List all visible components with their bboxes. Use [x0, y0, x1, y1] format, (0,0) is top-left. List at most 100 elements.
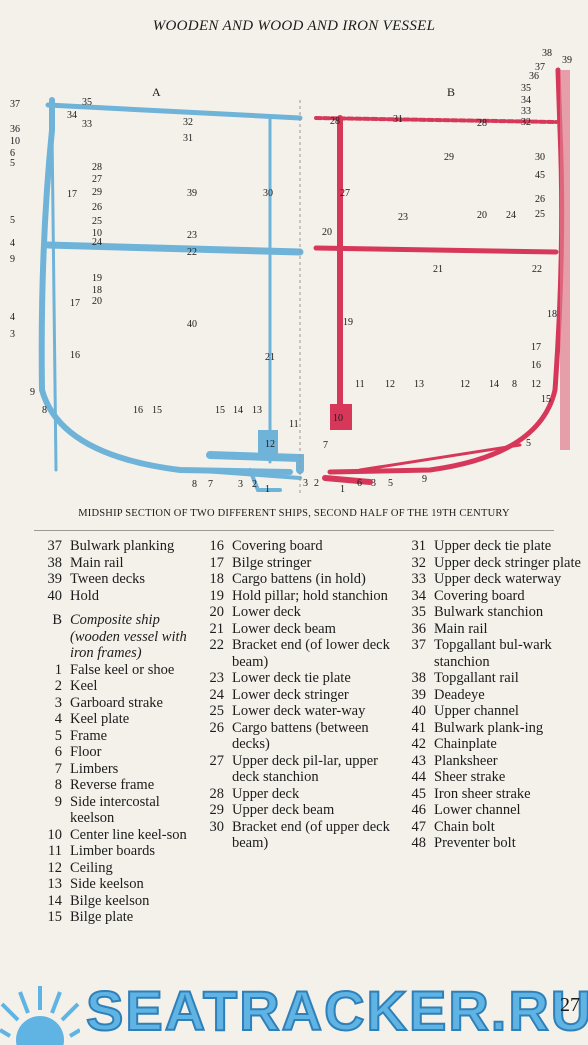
legend-number: 3: [54, 694, 62, 711]
legend-text: Side intercostal keelson: [70, 793, 160, 827]
legend-number: 47: [411, 818, 427, 835]
legend-text: Main rail: [70, 554, 124, 571]
legend-number: 37: [47, 538, 63, 554]
label-a: 32: [183, 117, 193, 128]
legend-item: 17 Bilge stringer: [196, 555, 404, 572]
legend-number: 5: [54, 727, 62, 744]
label-b: 24: [506, 210, 516, 221]
label-a: 40: [187, 319, 197, 330]
label-b: 1: [340, 484, 345, 495]
legend-number: 21: [209, 620, 225, 637]
legend-number: 7: [54, 760, 62, 777]
label-b: 3: [303, 478, 308, 489]
legend-number: 14: [47, 892, 63, 909]
label-a: 17: [67, 189, 77, 200]
legend-number: 37: [411, 637, 427, 653]
label-a: 9: [30, 387, 35, 398]
label-a: 12: [265, 439, 275, 450]
legend-text: Planksheer: [434, 752, 498, 769]
legend-number: 26: [209, 719, 225, 736]
legend-text: Bilge plate: [70, 909, 134, 925]
legend-number: 25: [209, 703, 225, 719]
legend-text: Bracket end (of lower deck beam): [232, 637, 390, 670]
label-a: 37: [10, 99, 20, 110]
label-a: 5: [10, 158, 15, 169]
label-a: 5: [10, 215, 15, 226]
label-b: 11: [355, 379, 365, 390]
legend-text: Lower deck: [232, 604, 301, 620]
label-b: 12: [385, 379, 395, 390]
label-b: 26: [535, 194, 545, 205]
legend-number: 27: [209, 752, 225, 769]
legend-text: Keel: [70, 678, 98, 694]
label-b: 36: [529, 71, 539, 82]
legend-number: 9: [54, 793, 62, 810]
legend-number: 39: [47, 571, 63, 587]
label-b: 18: [547, 309, 557, 320]
label-b: 27: [340, 188, 350, 199]
label-b: 13: [414, 379, 424, 390]
label-a: 24: [92, 237, 102, 248]
legend-text: Lower deck water-way: [232, 703, 366, 719]
legend-number: 19: [209, 587, 225, 604]
legend-item: 15 Bilge plate: [34, 909, 204, 926]
label-b: 7: [323, 440, 328, 451]
label-a: 4: [10, 312, 15, 323]
side-b-letter: B: [447, 85, 455, 99]
midship-section-figure: A B 37 35 34 33 32 31 36 10 6 5 28 27 17…: [10, 48, 572, 495]
legend-text: Lower channel: [434, 802, 521, 818]
label-b: 23: [398, 212, 408, 223]
label-b: 28: [477, 118, 487, 129]
label-b: 35: [521, 83, 531, 94]
label-b: 12: [460, 379, 470, 390]
label-a: 22: [187, 247, 197, 258]
label-b: 20: [477, 210, 487, 221]
legend-text: Covering board: [434, 587, 525, 604]
watermark: SEATRACKER.RU: [0, 978, 588, 1045]
legend-number: 15: [47, 909, 63, 925]
label-a: 23: [187, 230, 197, 241]
legend-text: Bulwark plank-ing: [434, 719, 544, 736]
labels-b: 38 39 37 36 35 34 33 32 28 31 28 29 30 4…: [303, 48, 572, 495]
page-title: WOODEN AND WOOD AND IRON VESSEL: [152, 18, 436, 34]
label-b: 9: [422, 474, 427, 485]
legend-number: 17: [209, 554, 225, 571]
legend-number: 31: [411, 538, 427, 554]
legend-text: Cargo battens (between decks): [232, 719, 369, 753]
legend-text: Bulwark stanchion: [434, 604, 544, 620]
label-b: 32: [521, 117, 531, 128]
legend-number: 13: [47, 876, 63, 892]
legend-number: 28: [209, 785, 225, 802]
label-a: 30: [263, 188, 273, 199]
label-a: 10: [92, 228, 102, 239]
legend-number: 1: [54, 661, 62, 678]
legend-number: 18: [209, 571, 225, 587]
legend-text: Bilge keelson: [70, 892, 150, 909]
legend-number: 42: [411, 736, 427, 752]
ship-b-section: [313, 67, 570, 485]
label-a: 36: [10, 124, 20, 135]
label-a: 29: [92, 187, 102, 198]
legend-item: 25 Lower deck water-way: [196, 703, 404, 720]
legend-item: 14 Bilge keelson: [34, 893, 204, 910]
legend-text: Bilge stringer: [232, 554, 312, 571]
legend-number: 32: [411, 554, 427, 571]
label-a: 28: [92, 162, 102, 173]
label-a: 11: [289, 419, 299, 430]
label-a: 14: [233, 405, 243, 416]
label-b: 29: [444, 152, 454, 163]
